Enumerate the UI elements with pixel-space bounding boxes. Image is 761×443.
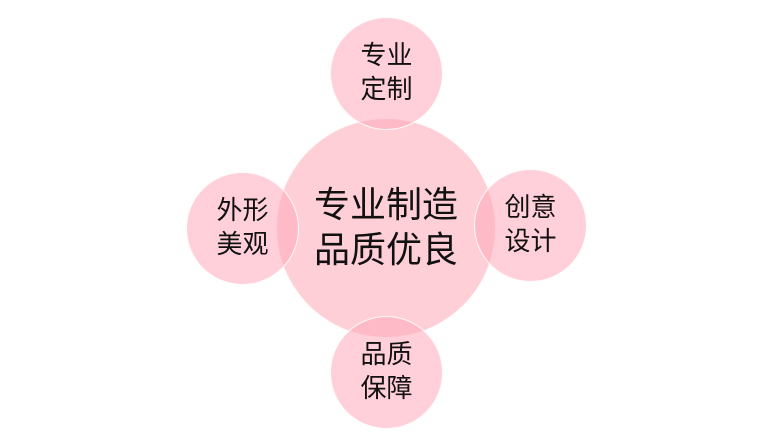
node-label-top: 专业 定制 — [360, 41, 413, 105]
node-circle-bottom: 品质 保障 — [330, 316, 443, 429]
node-label-right: 创意 设计 — [504, 193, 557, 257]
center-circle: 专业制造 品质优良 — [276, 118, 496, 338]
node-circle-right: 创意 设计 — [474, 169, 587, 282]
node-circle-left: 外形 美观 — [186, 172, 299, 285]
node-label-bottom: 品质 保障 — [360, 340, 413, 404]
node-label-left: 外形 美观 — [216, 196, 269, 260]
node-circle-top: 专业 定制 — [330, 17, 443, 130]
center-label: 专业制造 品质优良 — [313, 185, 458, 271]
